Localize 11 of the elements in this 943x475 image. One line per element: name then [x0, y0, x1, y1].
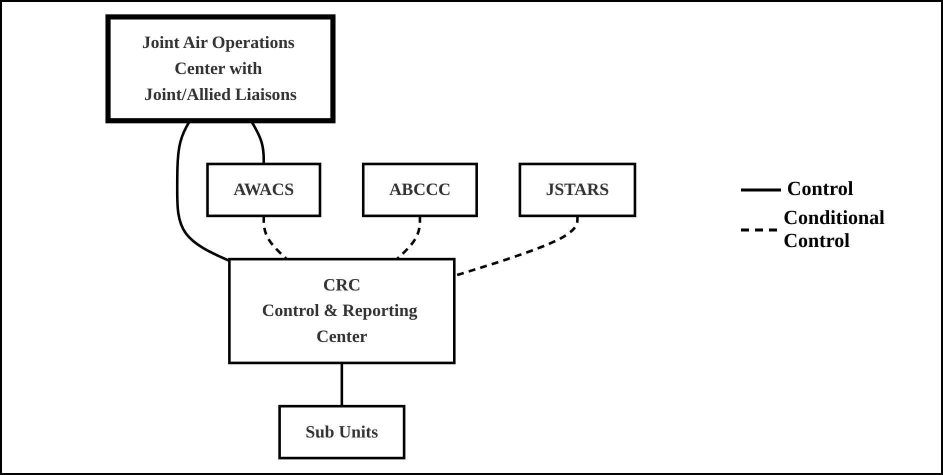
connector	[340, 362, 344, 406]
node-box: AWACS	[206, 162, 322, 218]
node-box: CRC Control & Reporting Center	[228, 258, 456, 364]
connector	[396, 216, 422, 260]
legend-text: Conditional Control	[784, 207, 886, 253]
legend-text: Control	[787, 178, 854, 201]
node-box: JSTARS	[518, 162, 636, 218]
node-box: ABCCC	[362, 162, 478, 218]
node-box: Sub Units	[278, 404, 406, 460]
connector	[262, 216, 288, 260]
node-box: Joint Air Operations Center with Joint/Allied Liaisons	[105, 14, 336, 124]
